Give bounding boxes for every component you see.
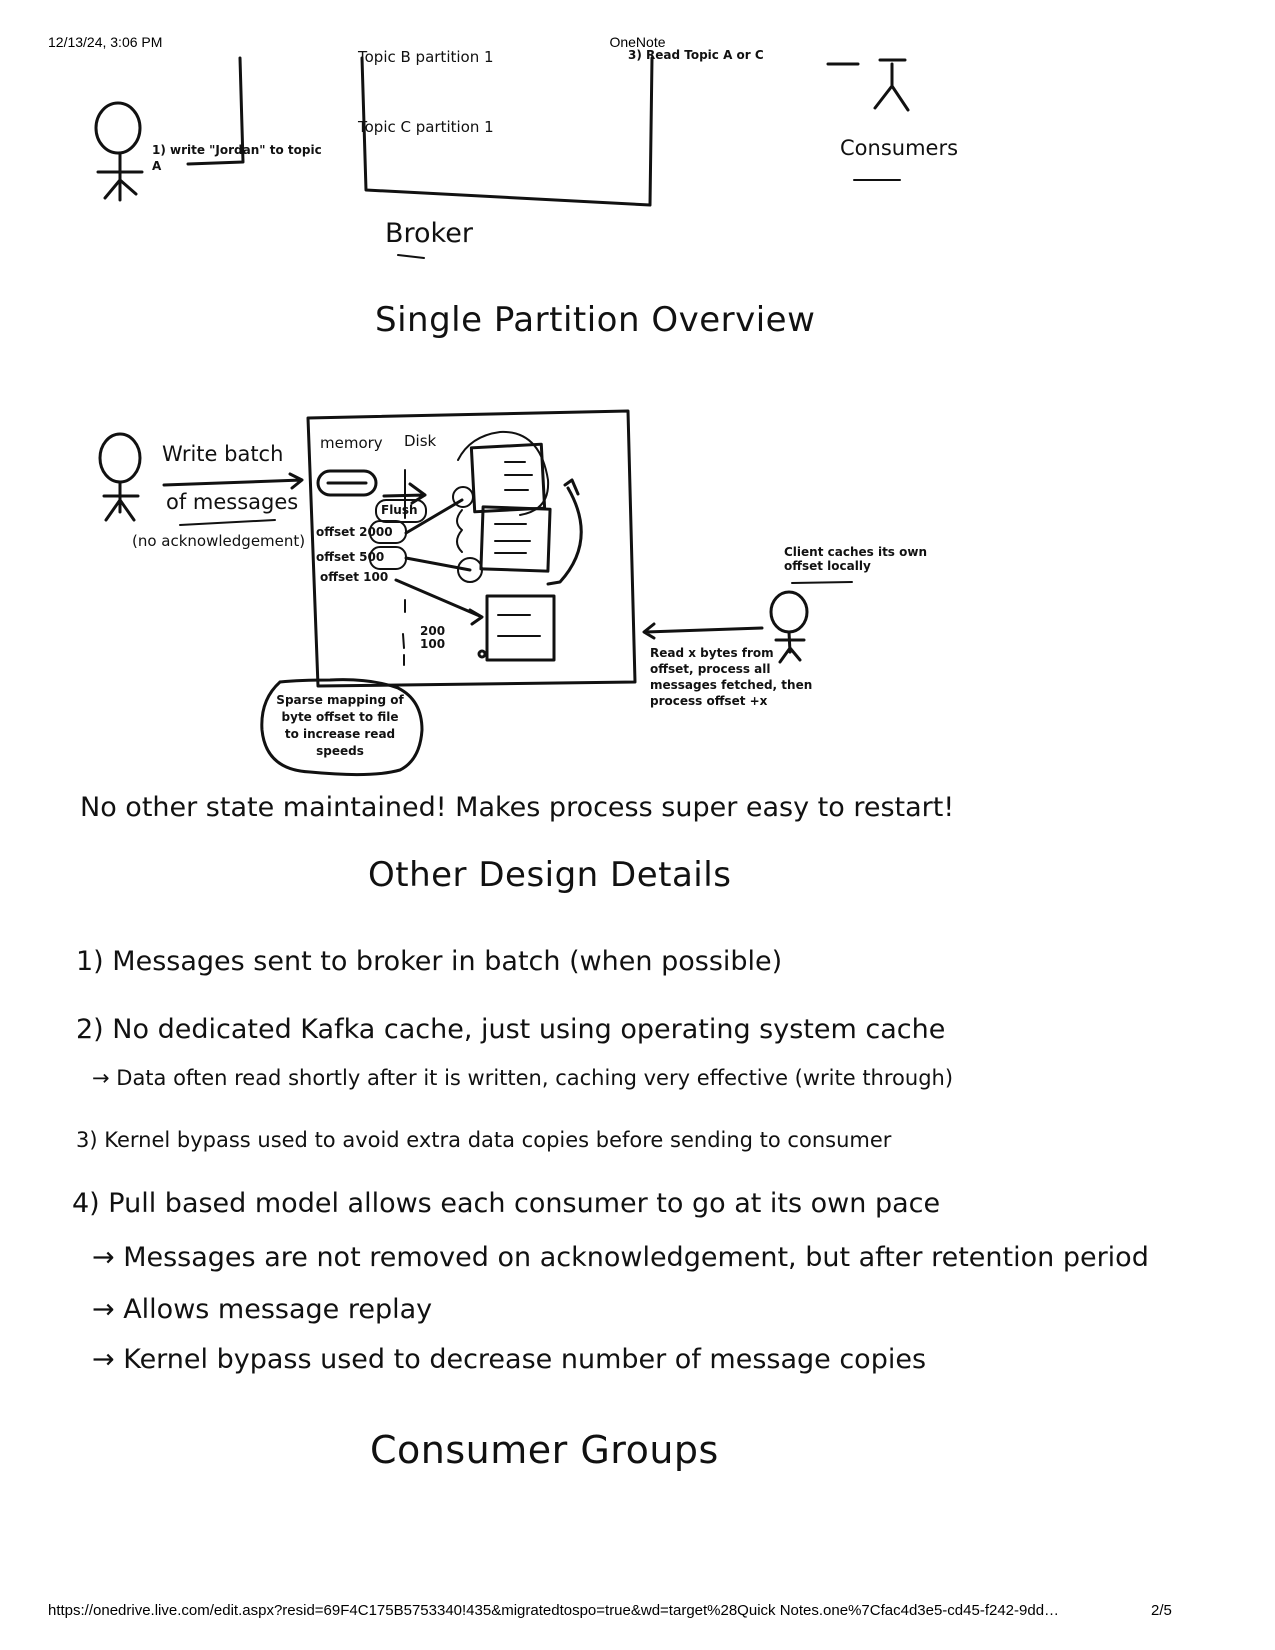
no-other-state-text: No other state maintained! Makes process… [80, 792, 954, 823]
design-item-3: 3) Kernel bypass used to avoid extra dat… [76, 1128, 891, 1152]
other-design-details-title: Other Design Details [368, 855, 731, 895]
design-item-4: 4) Pull based model allows each consumer… [72, 1188, 940, 1219]
consumer-figure-top [828, 60, 908, 180]
no-acknowledgement-text: (no acknowledgement) [132, 532, 305, 550]
consumers-label: Consumers [840, 136, 958, 160]
sparse-mapping-text: Sparse mapping of byte offset to file to… [276, 692, 404, 760]
write-batch-line2: of messages [166, 490, 298, 514]
design-item-4-sub3: → Kernel bypass used to decrease number … [92, 1344, 926, 1375]
consumer-groups-title: Consumer Groups [370, 1428, 719, 1472]
flush-label: Flush [381, 503, 418, 517]
design-item-4-sub2: → Allows message replay [92, 1294, 432, 1325]
producer-figure [96, 103, 142, 200]
offset-2000: offset 2000 [316, 525, 393, 539]
read-topic-text: 3) Read Topic A or C [628, 48, 764, 62]
offset-100: offset 100 [320, 570, 388, 584]
design-item-2-sub: → Data often read shortly after it is wr… [92, 1066, 953, 1090]
topic-b-partition-text: Topic B partition 1 [358, 48, 494, 66]
disk-label: Disk [404, 432, 436, 450]
small-offset-numbers: 200 100 [420, 625, 468, 651]
single-partition-title: Single Partition Overview [375, 300, 815, 340]
broker-label: Broker [385, 218, 473, 249]
write-batch-line1: Write batch [162, 442, 283, 466]
topic-c-partition-text: Topic C partition 1 [358, 118, 494, 136]
memory-label: memory [320, 434, 383, 452]
read-bytes-text: Read x bytes from offset, process all me… [650, 645, 815, 709]
design-item-1: 1) Messages sent to broker in batch (whe… [76, 946, 782, 977]
offset-500: offset 500 [316, 550, 384, 564]
write-jordan-step: 1) write "Jordan" to topic A [152, 142, 322, 174]
design-item-4-sub1: → Messages are not removed on acknowledg… [92, 1242, 1149, 1273]
disk-segments [453, 432, 581, 660]
design-item-2: 2) No dedicated Kafka cache, just using … [76, 1014, 945, 1045]
client-caches-text: Client caches its own offset locally [784, 545, 934, 573]
